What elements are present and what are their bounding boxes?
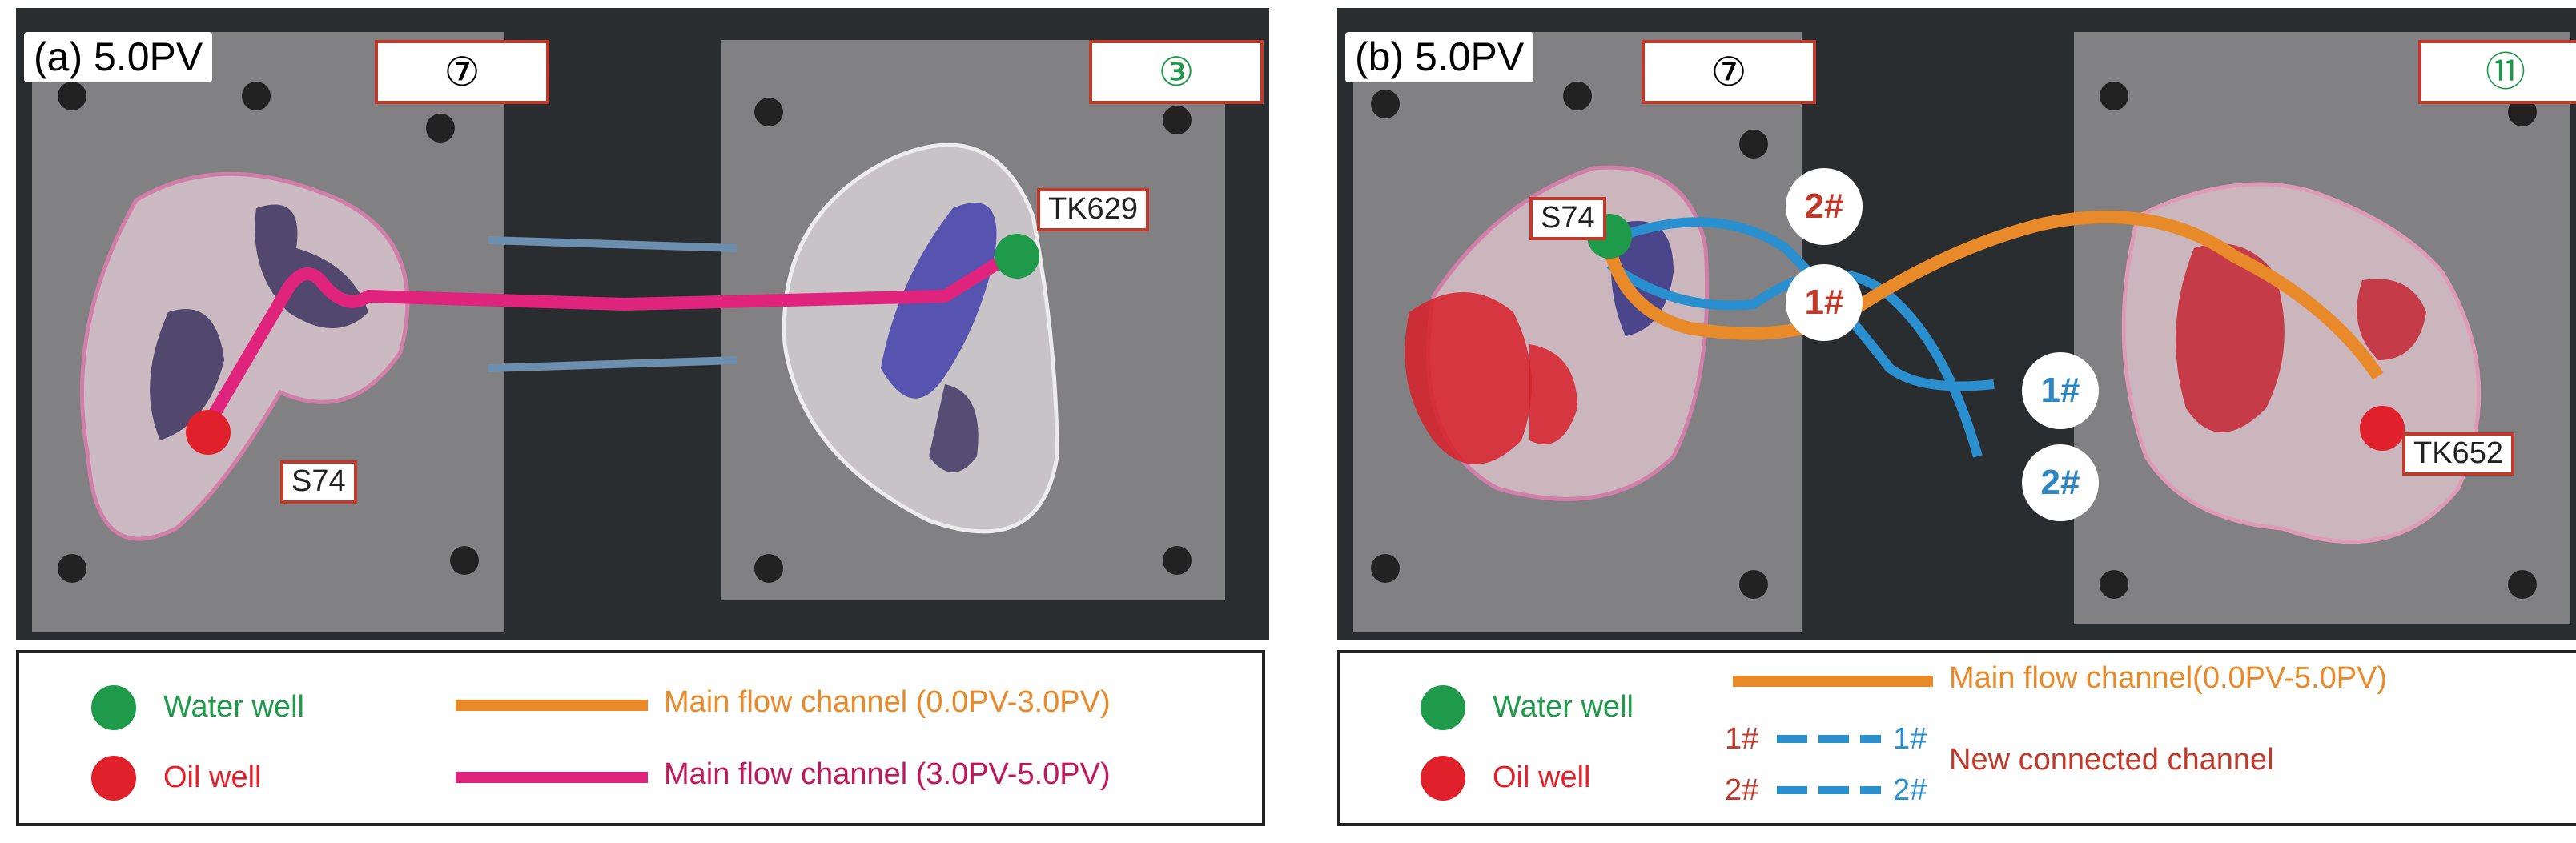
dye-blob [929, 384, 979, 472]
oil-well-label: S74 [280, 460, 357, 504]
water-well-marker [995, 234, 1039, 279]
connector-tube [488, 236, 737, 252]
oil-well-legend-icon [1421, 756, 1465, 801]
oil-well-marker [2360, 406, 2405, 451]
oil-well-label: TK652 [2402, 432, 2514, 476]
legend-1-right: 1# [1893, 722, 1927, 756]
red-dye-blob [2357, 279, 2426, 360]
panel-a-scene [32, 32, 1225, 632]
connector-tube [488, 356, 737, 372]
bolt [754, 554, 783, 583]
orange-channel-legend-line [456, 700, 648, 711]
water-well-legend-text: Water well [1493, 690, 1634, 724]
new-channel-legend-text: New connected channel [1949, 743, 2274, 777]
bolt [754, 98, 783, 126]
panel-label: (a) 5.0PV [24, 32, 213, 82]
orange-channel-legend-text: Main flow channel (0.0PV-3.0PV) [664, 685, 1111, 719]
dye-blob [150, 309, 224, 440]
water-well-label: S74 [1529, 197, 1606, 240]
bolt [1163, 106, 1192, 134]
magenta-channel-legend-line [456, 772, 648, 783]
bolt [1739, 130, 1768, 159]
bolt [1563, 82, 1592, 110]
orange-channel-legend-text: Main flow channel(0.0PV-5.0PV) [1949, 661, 2388, 695]
bolt [1163, 546, 1192, 575]
oil-well-legend-text: Oil well [1493, 761, 1591, 794]
panel-b-legend: Water well Oil well Main flow channel(0.… [1337, 650, 2576, 826]
oil-well-legend-icon [91, 756, 136, 801]
panel-a: (a) 5.0PV ⑦ ③ TK629 S74 Water well Oil w… [16, 0, 1269, 843]
bolt [58, 554, 86, 583]
bolt [1371, 90, 1400, 118]
red-dye-blob [2176, 243, 2285, 432]
panel-a-photo: (a) 5.0PV ⑦ ③ TK629 S74 [16, 8, 1269, 640]
bolt [2508, 98, 2537, 126]
red-dye-blob [1405, 292, 1532, 464]
oil-well-marker [186, 410, 231, 455]
bolt [2508, 570, 2537, 599]
legend-2-right: 2# [1893, 773, 1927, 807]
bolt [426, 114, 455, 143]
channel-label-2-bottom: 2# [2022, 444, 2099, 521]
red-dye-blob [1529, 344, 1577, 444]
panel-b-photo: (b) 5.0PV ⑦ ⑪ S74 TK652 2# 1# 1# 2# [1337, 8, 2576, 640]
oil-well-legend-text: Oil well [163, 761, 262, 794]
panel-b: (b) 5.0PV ⑦ ⑪ S74 TK652 2# 1# 1# 2# Wate… [1337, 0, 2576, 843]
channel-label-1-bottom: 1# [2022, 352, 2099, 429]
bolt [2100, 570, 2128, 599]
legend-1-left: 1# [1725, 722, 1759, 756]
magenta-channel-legend-text: Main flow channel (3.0PV-5.0PV) [664, 757, 1111, 791]
model-number-left: ⑦ [375, 40, 549, 104]
bolt [1371, 554, 1400, 583]
blue-dashed-line-1 [1777, 735, 1881, 743]
panel-a-legend: Water well Oil well Main flow channel (0… [16, 650, 1265, 826]
water-well-legend-icon [91, 685, 136, 730]
blue-dashed-line-2 [1777, 786, 1881, 794]
bolt [1739, 570, 1768, 599]
water-well-label: TK629 [1037, 188, 1149, 231]
model-number-right: ③ [1089, 40, 1264, 104]
water-well-legend-icon [1421, 685, 1465, 730]
main-flow-channel-orange [1603, 211, 2384, 380]
model-number-right: ⑪ [2418, 40, 2576, 104]
bolt [242, 82, 271, 110]
bolt [450, 546, 479, 575]
bolt [58, 82, 86, 110]
legend-2-left: 2# [1725, 773, 1759, 807]
channel-label-1-top: 1# [1786, 264, 1863, 341]
main-flow-channel-magenta [203, 251, 1013, 428]
orange-channel-legend-line [1733, 676, 1933, 687]
panel-label: (b) 5.0PV [1345, 32, 1534, 82]
channel-label-2-top: 2# [1786, 168, 1863, 245]
water-well-legend-text: Water well [163, 690, 304, 724]
panel-b-scene [1353, 32, 2570, 632]
bolt [2100, 82, 2128, 110]
model-number-left: ⑦ [1642, 40, 1816, 104]
